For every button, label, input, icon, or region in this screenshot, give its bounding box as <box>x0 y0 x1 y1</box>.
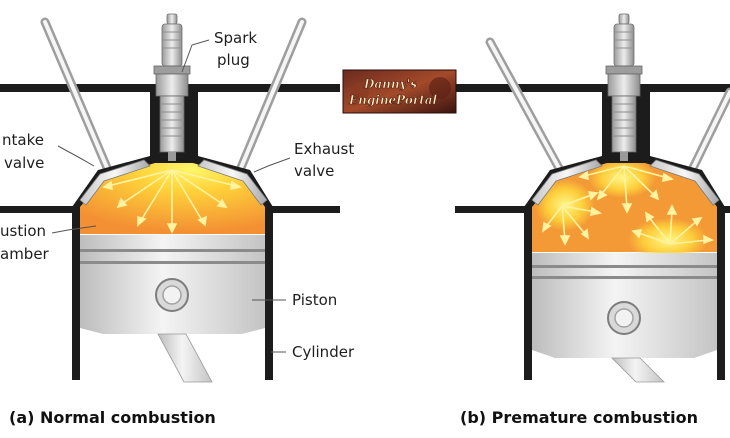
caption-premature: (b) Premature combustion <box>460 408 698 427</box>
cylinder-wall-left <box>72 206 80 380</box>
intake-valve-leader <box>57 145 95 167</box>
connecting-rod <box>157 333 213 383</box>
cylinder-wall-right <box>265 206 273 380</box>
hot-spot-2 <box>588 158 656 198</box>
deck-left-b <box>455 206 532 213</box>
deck-left <box>0 206 80 213</box>
spark-plug-leader <box>181 39 210 73</box>
flame-front-arrows <box>102 169 243 234</box>
leader-lines <box>51 39 291 353</box>
exhaust-valve-label-line2: valve <box>294 162 334 180</box>
engine-premature <box>395 13 730 383</box>
combustion-chamber-leader <box>51 225 97 234</box>
cylinder-head-bar-b <box>395 84 730 92</box>
spark-plug-b <box>605 13 643 161</box>
cylinder-wall-right-b <box>717 206 725 380</box>
spark-plug-label-line2: plug <box>217 51 250 69</box>
caption-normal: (a) Normal combustion <box>9 408 216 427</box>
exhaust-valve-highlight-b <box>690 90 730 172</box>
exhaust-valve-label-line1: Exhaust <box>294 140 354 158</box>
intake-valve-head-b <box>531 159 603 206</box>
exhaust-valve-head-b <box>649 159 720 206</box>
piston <box>80 235 265 383</box>
intake-valve-head <box>79 159 151 206</box>
exhaust-valve-highlight <box>238 20 304 172</box>
watermark-logo: Danny's EnginePortal <box>342 69 457 114</box>
combustion-chamber-label-line1: ustion <box>0 222 46 240</box>
intake-valve-highlight <box>43 20 110 172</box>
cylinder-wall-left-b <box>524 206 532 380</box>
piston-label: Piston <box>292 291 337 309</box>
intake-valve-highlight-b <box>488 40 562 172</box>
connecting-rod-b <box>611 357 665 383</box>
spark-plug <box>153 13 191 161</box>
engine-normal <box>0 13 340 383</box>
premature-flame-arrows <box>541 165 714 246</box>
exhaust-valve-head <box>197 159 268 206</box>
intake-valve-label-line2: valve <box>4 154 44 172</box>
spark-plug-label-line1: Spark <box>214 29 257 47</box>
watermark-line2: EnginePortal <box>348 93 438 107</box>
watermark-line1: Danny's <box>363 77 417 91</box>
deck-right <box>265 206 340 213</box>
exhaust-valve-leader <box>253 157 291 173</box>
combustion-chamber-label-line2: amber <box>0 245 50 263</box>
intake-valve-label-line1: ntake <box>2 131 44 149</box>
piston-b <box>532 253 717 383</box>
cylinder-label: Cylinder <box>292 343 355 361</box>
